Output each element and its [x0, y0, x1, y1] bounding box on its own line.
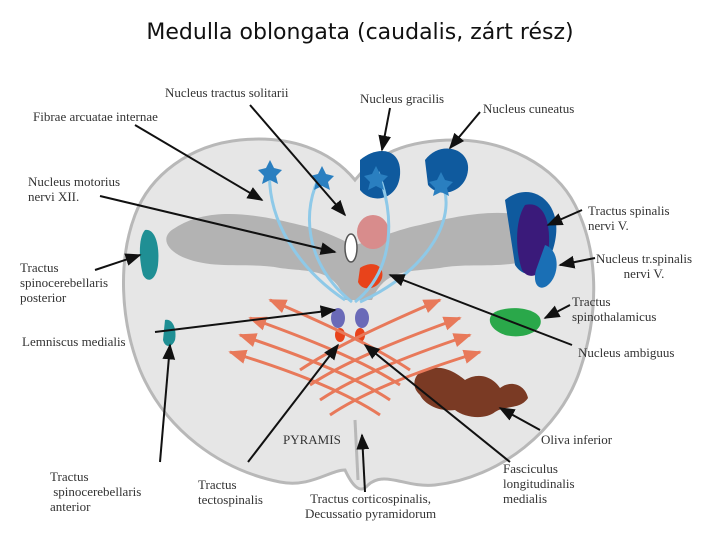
label-fibrae-arcuatae-internae: Fibrae arcuatae internae [33, 109, 158, 124]
label-nucleus-motorius-xii: Nucleus motorius nervi XII. [28, 174, 121, 204]
tractus-spinocerebellaris-anterior-shape [163, 319, 176, 346]
label-nucleus-tr-spinalis-v: Nucleus tr.spinalis nervi V. [596, 251, 693, 281]
neuron-somata [258, 160, 453, 196]
label-oliva-inferior: Oliva inferior [541, 432, 613, 447]
lemniscus-medialis-right [355, 308, 369, 328]
label-lemniscus-medialis: Lemniscus medialis [22, 334, 126, 349]
label-fasciculus-longitudinalis-medialis: Fasciculus longitudinalis medialis [503, 461, 575, 506]
label-tractus-corticospinalis: Tractus corticospinalis, Decussatio pyra… [305, 491, 437, 521]
leader-lines [94, 104, 596, 493]
label-pyramis: PYRAMIS [283, 432, 341, 447]
tractus-spinocerebellaris-posterior-shape [139, 229, 159, 280]
label-tractus-tectospinalis: Tractus tectospinalis [198, 477, 263, 507]
central-canal [344, 233, 358, 263]
label-nucleus-ambiguus: Nucleus ambiguus [578, 345, 675, 360]
nucleus-ambiguus-shape [358, 264, 383, 289]
label-tractus-spinalis-v: Tractus spinalis nervi V. [588, 203, 670, 233]
label-nucleus-cuneatus: Nucleus cuneatus [483, 101, 575, 116]
page-title: Medulla oblongata (caudalis, zárt rész) [146, 20, 574, 45]
label-tractus-spinocerebellaris-anterior: Tractus spinocerebellaris anterior [50, 469, 142, 514]
nucleus-tr-spinalis-v [534, 245, 557, 288]
nucleus-motorius-xii-shape [357, 215, 389, 249]
label-nucleus-gracilis: Nucleus gracilis [360, 91, 445, 106]
label-nucleus-tractus-solitarii: Nucleus tractus solitarii [165, 85, 289, 100]
label-tractus-spinocerebellaris-posterior: Tractus spinocerebellaris posterior [20, 260, 109, 305]
label-tractus-spinothalamicus: Tractus spinothalamicus [572, 294, 657, 324]
ventral-median-fissure [353, 419, 360, 481]
oliva-inferior-shape [414, 367, 528, 418]
